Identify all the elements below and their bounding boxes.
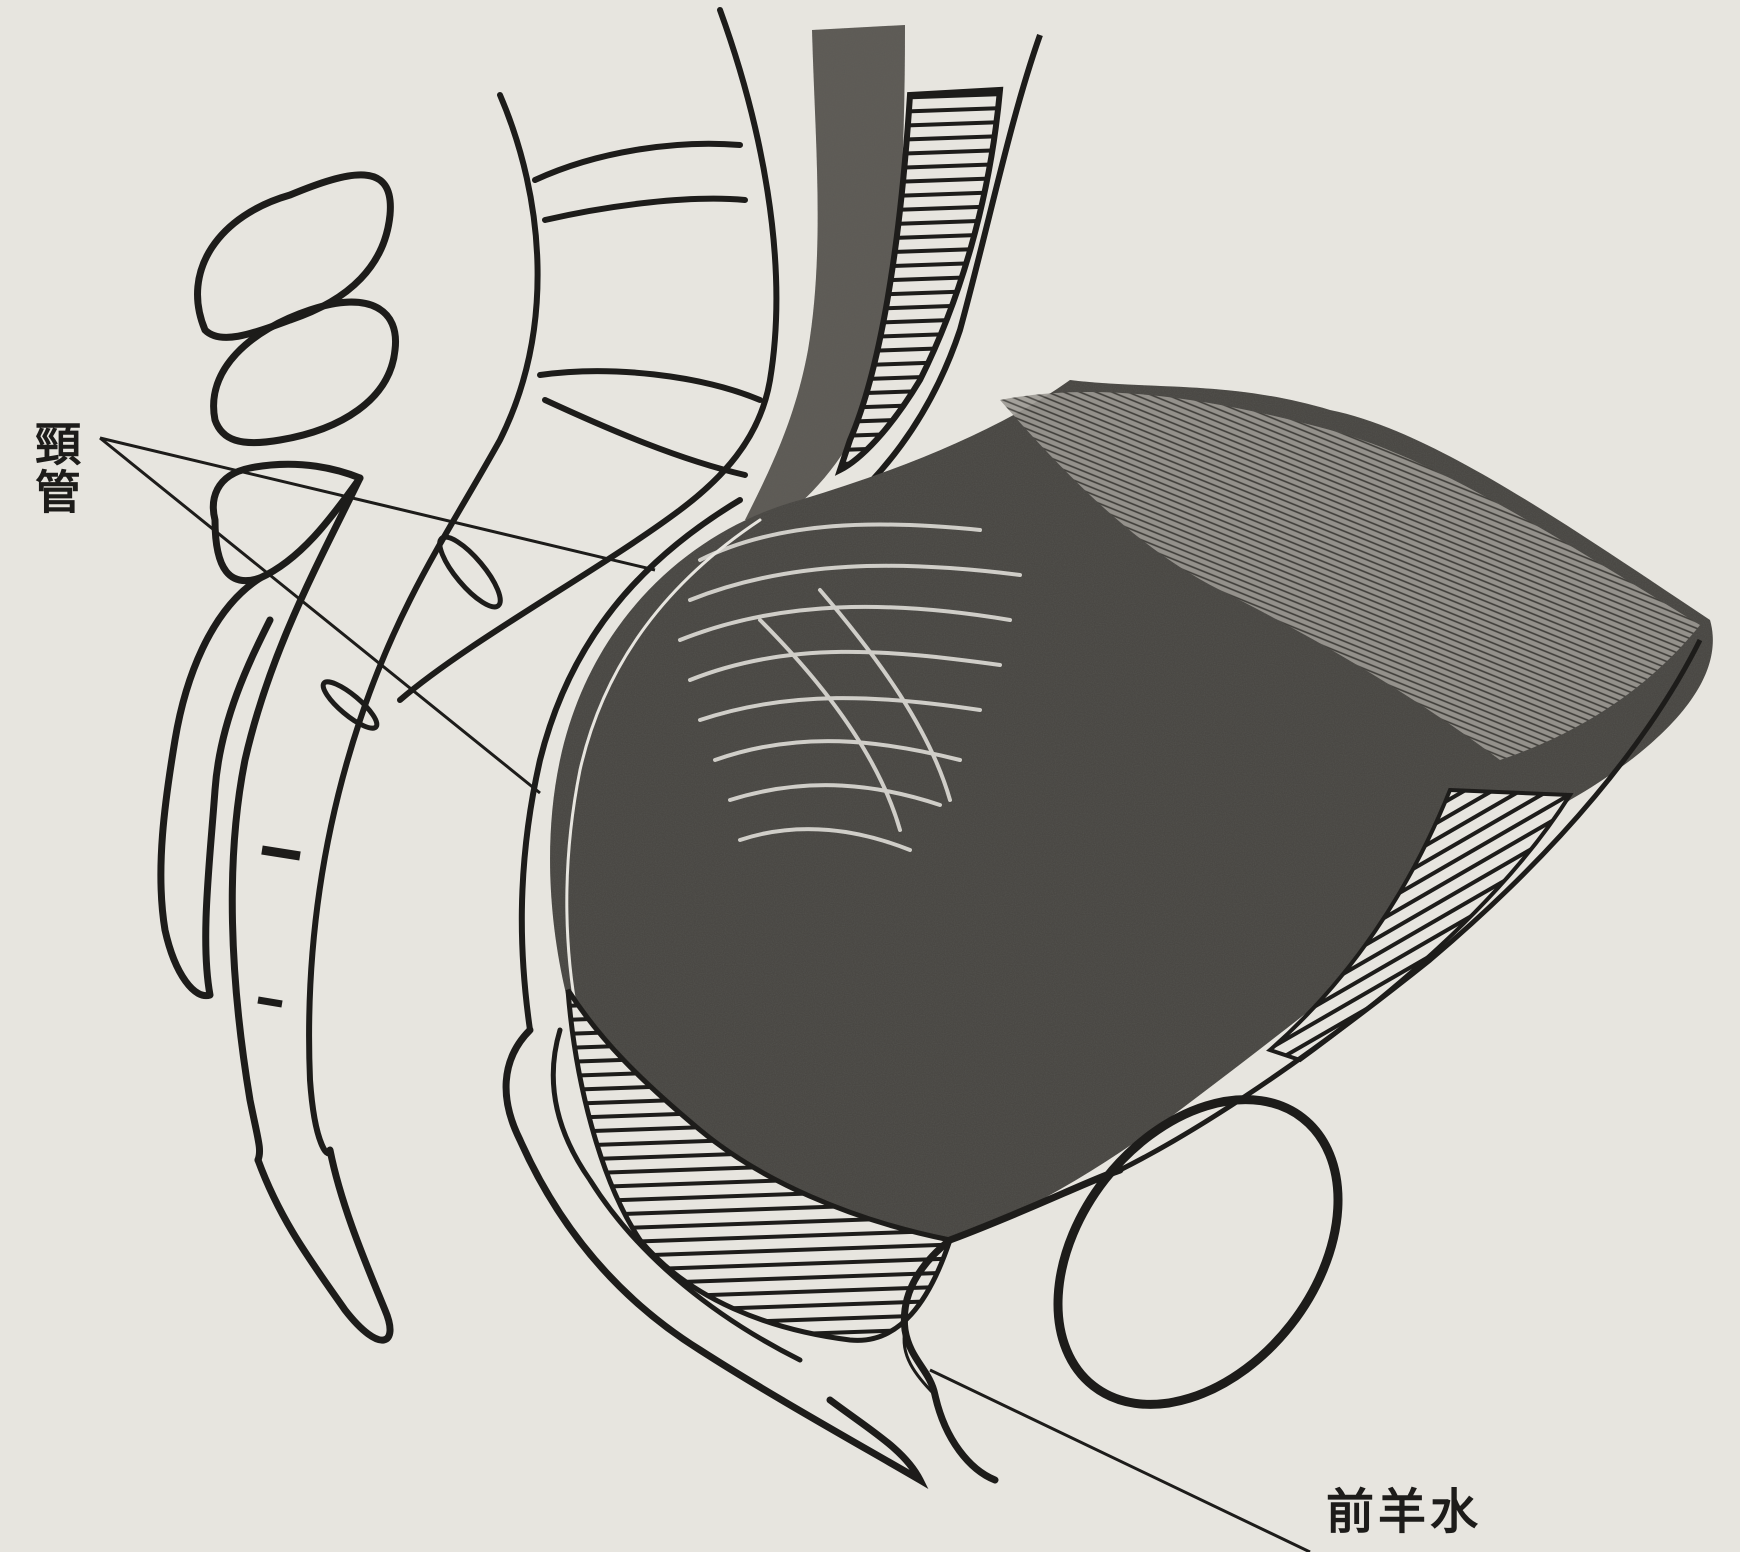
fold-line-1 [535, 144, 740, 180]
fold-line-3 [540, 371, 760, 400]
coccyx [258, 1150, 390, 1340]
forewater-label: 前羊水 [1326, 1488, 1482, 1536]
vertebra-middle [214, 302, 396, 442]
spine [161, 175, 396, 1340]
forewater-sac [904, 1240, 995, 1480]
fold-line-2 [545, 199, 745, 220]
rectum [745, 25, 905, 520]
sacrum-outline [161, 578, 270, 996]
cervix-label: 頸管 [28, 420, 78, 516]
fold-line-4 [545, 400, 745, 475]
ligament-marks [258, 529, 509, 1004]
